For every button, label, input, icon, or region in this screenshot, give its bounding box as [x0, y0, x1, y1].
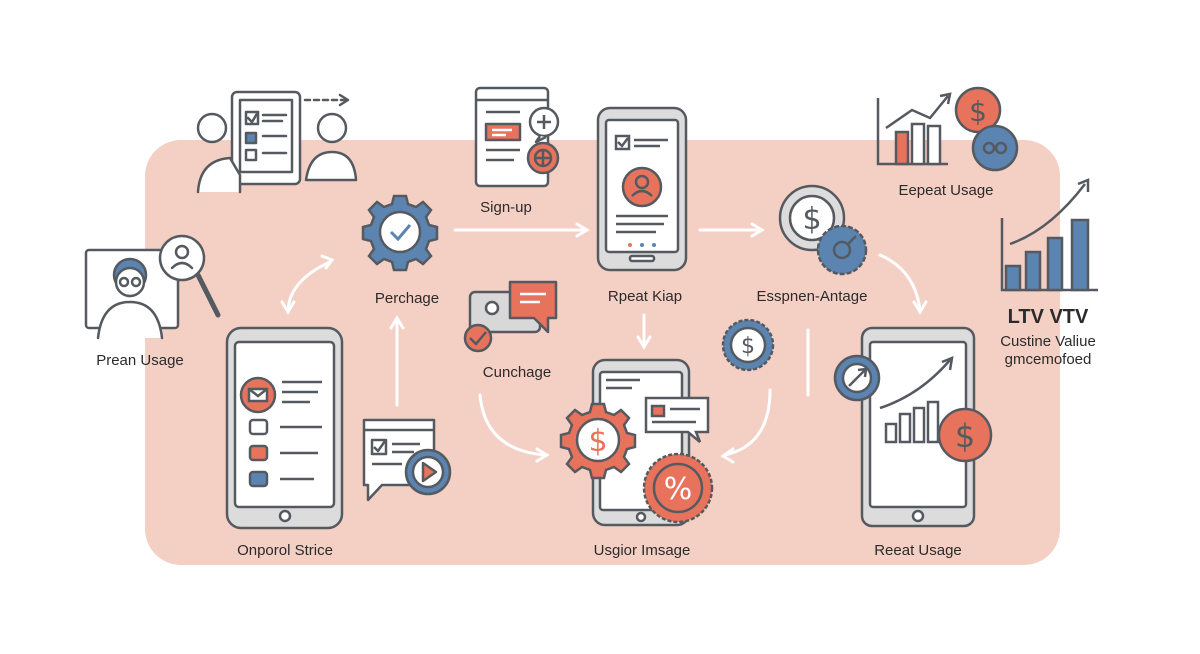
label-sign-up: Sign-up [480, 199, 532, 216]
phone-onporol [225, 326, 344, 530]
flow-arrows [280, 222, 928, 464]
phone-repeat-kiap [596, 106, 688, 272]
label-ltv-sub1: Custine Valiue [1000, 333, 1096, 350]
label-cunchage: Cunchage [482, 364, 552, 381]
arrow-right-down [878, 253, 922, 312]
arrow-left-curve [286, 260, 332, 312]
signup-document-illustration [474, 86, 560, 188]
percent-badge-icon: % [642, 452, 714, 524]
label-perchage: Perchage [374, 290, 440, 307]
label-eepeat-usage: Eepeat Usage [898, 182, 994, 199]
label-ltv-title: LTV VTV [1007, 306, 1089, 328]
label-esspnen-antage: Esspnen-Antage [756, 288, 868, 305]
label-onporol-strice: Onporol Strice [237, 542, 333, 559]
ltv-bar-chart [1000, 178, 1098, 292]
dollar-coin-orange [954, 86, 1002, 134]
arrow-curve-from-right [723, 388, 772, 457]
dollar-gear-small-icon: $ [721, 318, 775, 372]
top-right-chart: $ [876, 86, 1019, 172]
label-prean-usage: Prean Usage [96, 352, 184, 369]
arrow-curve-to-usgior [478, 393, 547, 457]
svg-text:$: $ [802, 202, 821, 237]
small-gear-icon [463, 323, 493, 353]
planning-illustration [196, 90, 358, 194]
percent-glyph: % [664, 472, 693, 507]
svg-text:$: $ [955, 417, 975, 455]
label-reeat-usage: Reeat Usage [874, 542, 962, 559]
svg-text:$: $ [741, 334, 755, 359]
gear-dollar-icon: $ [559, 402, 637, 480]
coin-gear-illustration: $ [778, 184, 868, 276]
profile-search-illustration [84, 234, 221, 340]
svg-text:$: $ [969, 95, 987, 128]
dollar-coin-orange-large [937, 407, 993, 463]
person-head-right [316, 112, 348, 144]
chat-illustration [463, 280, 558, 353]
label-repeat-kiap: Rpeat Kiap [607, 288, 683, 305]
label-ltv-sub2: gmcemofoed [1004, 351, 1092, 368]
person-head-left [196, 112, 228, 144]
gear-check-icon [361, 194, 439, 272]
tablet-reeat: $ [833, 326, 993, 528]
video-card-illustration [362, 418, 452, 502]
label-usgior-imsage: Usgior Imsage [593, 542, 691, 559]
dollar-glyph: $ [588, 424, 607, 459]
